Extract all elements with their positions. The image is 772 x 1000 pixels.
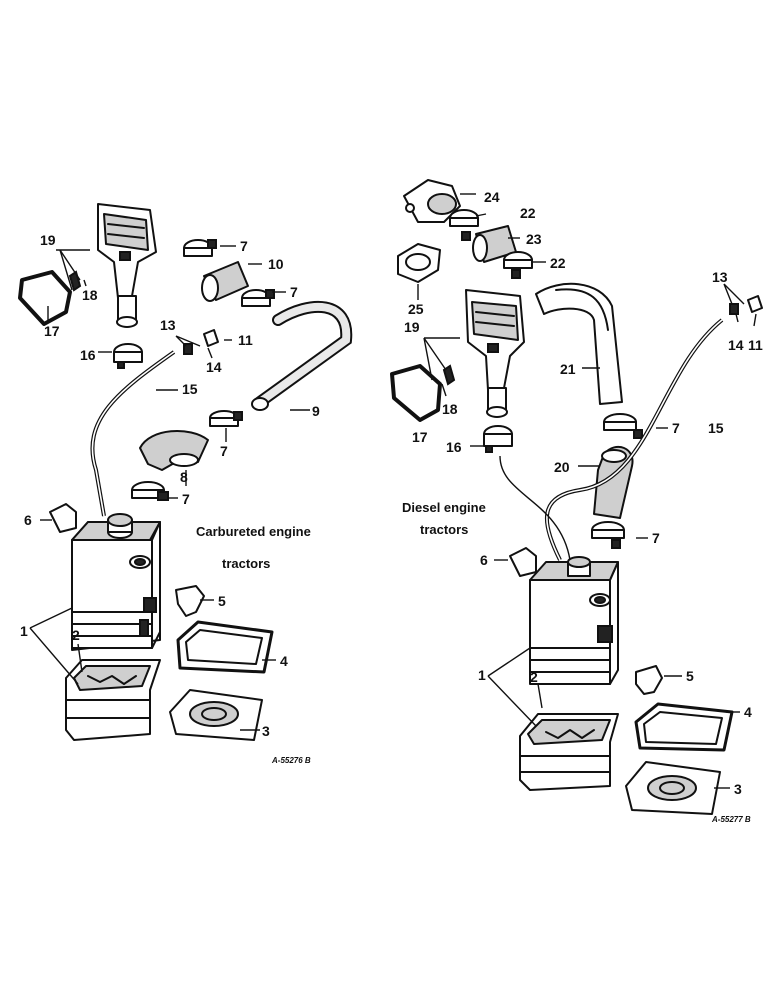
part-label-7-top-left: 7	[240, 238, 248, 254]
pipe-9-left	[251, 301, 353, 411]
fitting-13-right	[729, 303, 739, 315]
spring-18-left	[68, 270, 82, 292]
oil-cup-right	[519, 713, 619, 791]
right-diagram: Diesel engine tractors A-55277 B 24 22 2…	[390, 179, 763, 824]
part-label-7-upper-right: 7	[672, 420, 680, 436]
spring-18-right	[442, 364, 456, 386]
leader-lines-right	[417, 193, 757, 789]
part-label-2-left: 2	[72, 627, 80, 643]
elbow-11-left	[203, 329, 219, 347]
part-label-13-left: 13	[160, 317, 176, 333]
gasket-4-right	[634, 702, 734, 752]
part-label-10-left: 10	[268, 256, 284, 272]
part-label-5-left: 5	[218, 593, 226, 609]
bracket-5-left	[175, 585, 205, 617]
part-label-1-right: 1	[478, 667, 486, 683]
precleaner-left	[97, 203, 157, 328]
part-label-9-left: 9	[312, 403, 320, 419]
part-label-17-left: 17	[44, 323, 60, 339]
part-label-14-left: 14	[206, 359, 222, 375]
caption-carbureted-line2: tractors	[222, 556, 270, 571]
clamp-7-lower-left	[209, 410, 243, 427]
cup-3-right	[625, 761, 721, 815]
part-label-5-right: 5	[686, 668, 694, 684]
caption-diesel-line2: tractors	[420, 522, 468, 537]
caption-carbureted-line1: Carbureted engine	[196, 524, 311, 539]
air-cleaner-body-left	[71, 513, 161, 651]
gasket-17-right	[390, 364, 442, 422]
figure-reference-right: A-55277 B	[711, 815, 751, 824]
oil-cup-left	[65, 659, 161, 741]
part-label-3-right: 3	[734, 781, 742, 797]
cup-3-left	[169, 689, 263, 741]
part-label-2-right: 2	[530, 669, 538, 685]
part-label-17-right: 17	[412, 429, 428, 445]
part-label-24-right: 24	[484, 189, 500, 205]
clamp-7-upper-right	[603, 413, 643, 439]
part-label-7-bottom-left: 7	[182, 491, 190, 507]
gasket-17-left	[18, 270, 72, 326]
left-diagram: Carbureted engine tractors A-55276 B 19 …	[18, 203, 353, 765]
part-label-11-right: 11	[748, 337, 763, 353]
part-label-11-left: 11	[238, 332, 253, 348]
part-label-23-right: 23	[526, 231, 542, 247]
hose-10-left	[201, 261, 249, 302]
pipe-21-right	[535, 282, 623, 405]
caption-diesel-line1: Diesel engine	[402, 500, 486, 515]
part-label-1-left: 1	[20, 623, 28, 639]
part-label-4-left: 4	[280, 653, 288, 669]
part-label-6-right: 6	[480, 552, 488, 568]
hose-8-left	[139, 430, 209, 471]
part-label-7-lower-left: 7	[220, 443, 228, 459]
part-label-7-lower-right: 7	[652, 530, 660, 546]
part-label-19-left: 19	[40, 232, 56, 248]
part-label-15-right: 15	[708, 420, 724, 436]
part-label-20-right: 20	[554, 459, 570, 475]
part-label-22-bottom-right: 22	[550, 255, 566, 271]
clamp-16-left	[113, 343, 143, 369]
gasket-25-right	[397, 243, 441, 283]
clamp-22-top-right	[449, 209, 479, 241]
hose-23-right	[472, 225, 517, 263]
bracket-6-right	[509, 547, 537, 577]
part-label-3-left: 3	[262, 723, 270, 739]
part-label-4-right: 4	[744, 704, 752, 720]
elbow-11-right	[747, 295, 763, 313]
part-label-15-left: 15	[182, 381, 198, 397]
part-label-13-right: 13	[712, 269, 728, 285]
air-cleaner-body-right	[529, 556, 619, 685]
clamp-7-bottom-left	[131, 481, 169, 501]
part-label-6-left: 6	[24, 512, 32, 528]
bracket-6-left	[49, 503, 77, 533]
clamp-7-lower-right	[591, 521, 625, 549]
clamp-22-bottom-right	[503, 251, 533, 279]
leader-lines-left	[29, 245, 310, 731]
part-label-14-right: 14	[728, 337, 744, 353]
connector-arrow-right	[499, 455, 571, 561]
part-label-16-left: 16	[80, 347, 96, 363]
precleaner-right	[465, 289, 525, 418]
clamp-7-top-left	[183, 239, 217, 257]
part-label-8-left: 8	[180, 469, 188, 485]
fitting-13-left	[183, 343, 193, 355]
clamp-7-mid-left	[241, 289, 275, 307]
clamp-16-right	[483, 425, 513, 453]
part-label-22-top-right: 22	[520, 205, 536, 221]
part-label-21-right: 21	[560, 361, 576, 377]
part-label-25-right: 25	[408, 301, 424, 317]
elbow-24-right	[403, 179, 461, 223]
gasket-4-left	[176, 620, 274, 674]
bracket-5-right	[635, 665, 663, 695]
part-label-18-right: 18	[442, 401, 458, 417]
part-label-16-right: 16	[446, 439, 462, 455]
part-label-18-left: 18	[82, 287, 98, 303]
part-label-7-mid-left: 7	[290, 284, 298, 300]
tube-15-right	[545, 318, 724, 561]
figure-reference-left: A-55276 B	[271, 756, 311, 765]
part-label-19-right: 19	[404, 319, 420, 335]
